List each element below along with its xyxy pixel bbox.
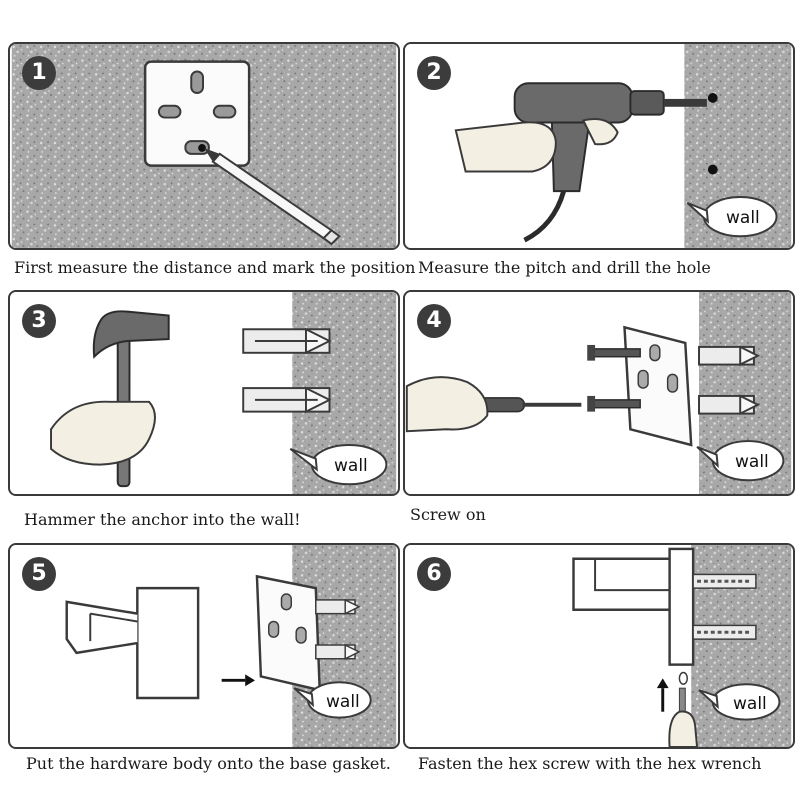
anchor-icon [242, 386, 332, 414]
hook-body-icon [65, 586, 200, 700]
step-5-wall-label: wall [326, 692, 360, 712]
hook-body-icon [572, 547, 695, 666]
step-6-panel: 6 wall [403, 543, 795, 749]
step-6-wall-label: wall [733, 694, 767, 714]
step-2-panel: 2 wall [403, 42, 795, 250]
step-5-illustration [11, 545, 397, 747]
step-3-panel: 3 wall [8, 290, 400, 496]
step-2-illustration [406, 44, 792, 248]
screw-icon [692, 573, 757, 589]
step-4-illustration [405, 292, 792, 494]
anchor-icon [698, 394, 761, 416]
step-5-badge: 5 [22, 557, 56, 591]
screw-icon [587, 395, 641, 412]
step-1-illustration [11, 44, 397, 248]
anchor-icon [315, 643, 361, 660]
step-5-panel: 5 wall [8, 543, 400, 749]
step-2-wall-label: wall [726, 208, 760, 228]
step-4-badge: 4 [417, 304, 451, 338]
arrow-right-icon [221, 674, 255, 687]
step-6-caption: Fasten the hex screw with the hex wrench [418, 754, 762, 773]
step-4-panel: 4 wall [403, 290, 795, 496]
step-4-caption: Screw on [410, 505, 486, 524]
step-2-badge: 2 [417, 56, 451, 90]
step-3-illustration [11, 292, 397, 494]
step-3-wall-label: wall [334, 456, 368, 476]
step-5-caption: Put the hardware body onto the base gask… [26, 754, 391, 773]
anchor-icon [242, 327, 332, 355]
step-1-badge: 1 [22, 56, 56, 90]
arrow-up-icon [656, 678, 669, 712]
step-1-caption: First measure the distance and mark the … [14, 258, 416, 277]
step-2-caption: Measure the pitch and drill the hole [418, 258, 711, 277]
step-1-panel: 1 [8, 42, 400, 250]
drill-icon [513, 82, 707, 243]
screw-icon [692, 624, 757, 640]
step-4-wall-label: wall [735, 452, 769, 472]
step-3-badge: 3 [22, 304, 56, 338]
anchor-icon [315, 598, 361, 615]
screw-icon [587, 344, 641, 361]
step-6-illustration [406, 545, 792, 747]
step-3-caption: Hammer the anchor into the wall! [24, 510, 301, 529]
step-6-badge: 6 [417, 557, 451, 591]
anchor-icon [698, 345, 761, 367]
pencil-icon [204, 147, 341, 246]
